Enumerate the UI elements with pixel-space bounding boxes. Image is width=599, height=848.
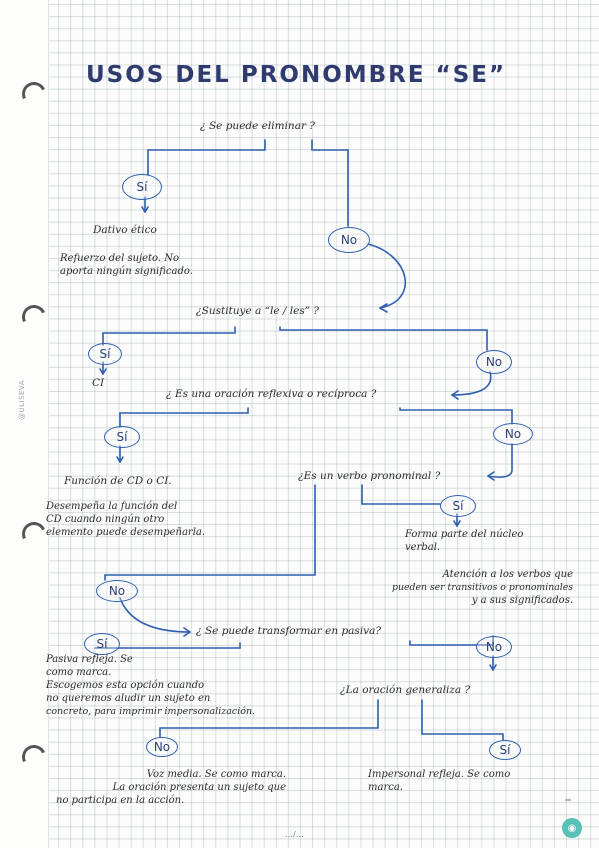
question-verbo-pronominal: ¿Es un verbo pronominal ? <box>298 470 441 482</box>
page-continuation-marker: …/… <box>285 830 304 839</box>
result-dativo-etico: Dativo ético <box>93 224 157 236</box>
result-ci: CI <box>92 377 105 389</box>
no-node: No <box>493 423 533 445</box>
question-transformar-pasiva: ¿ Se puede transformar en pasiva? <box>196 625 381 637</box>
no-node: No <box>476 350 512 374</box>
yes-node: Sí <box>440 495 476 517</box>
yes-node: Sí <box>84 633 120 655</box>
result-pasiva-refleja: Pasiva refleja. Se como marca. Escogemos… <box>46 654 256 717</box>
yes-node: Sí <box>122 174 162 200</box>
question-se-puede-eliminar: ¿ Se puede eliminar ? <box>200 120 315 132</box>
question-oracion-reflexiva: ¿ Es una oración reflexiva o recíproca ? <box>166 388 377 400</box>
question-sustituye-le-les: ¿Sustituye a “le / les” ? <box>196 305 320 317</box>
yes-node: Sí <box>489 740 521 760</box>
funcion-description: Desempeña la función del CD cuando ningú… <box>46 501 206 538</box>
binding-margin <box>0 0 49 848</box>
no-node: No <box>476 636 512 658</box>
result-forma-parte-nucleo: Forma parte del núcleo verbal. <box>405 529 524 553</box>
yes-node: Sí <box>88 343 122 365</box>
page-title: USOS DEL PRONOMBRE “SE” <box>86 62 507 88</box>
question-oracion-generaliza: ¿La oración generaliza ? <box>340 684 471 696</box>
result-voz-media: Voz media. Se como marca. La oración pre… <box>56 769 286 806</box>
no-node: No <box>146 737 178 757</box>
result-impersonal-refleja: Impersonal refleja. Se como marca. <box>368 769 511 793</box>
dativo-description: Refuerzo del sujeto. No aporta ningún si… <box>60 253 193 277</box>
note-atencion-verbos: Atención a los verbos que pueden ser tra… <box>392 569 573 606</box>
yes-node: Sí <box>104 426 140 448</box>
no-node: No <box>328 227 370 253</box>
result-funcion-cd-ci: Función de CD o CI. <box>64 475 172 487</box>
no-node: No <box>96 580 138 602</box>
brand-logo-icon: ◉ <box>562 818 582 838</box>
